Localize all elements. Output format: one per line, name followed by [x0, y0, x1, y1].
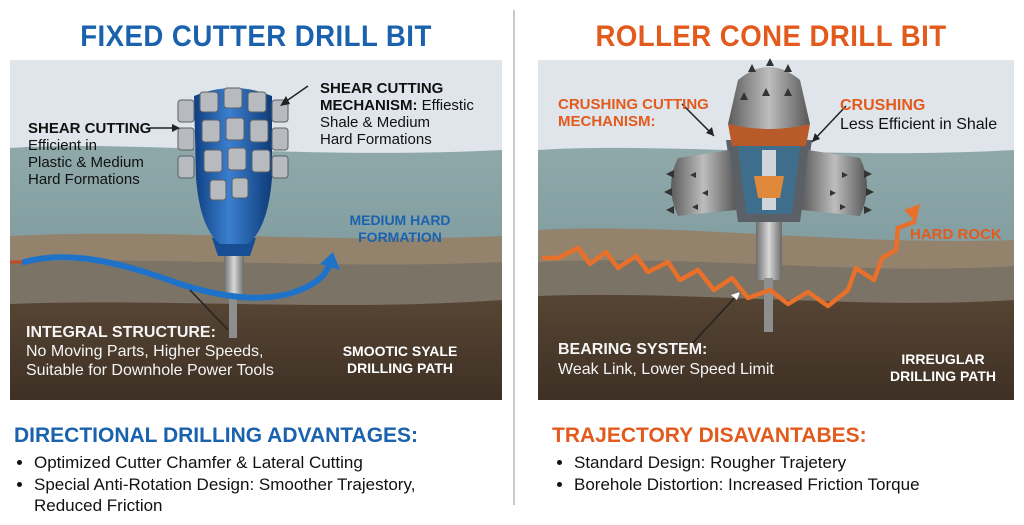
shear-cutting-left-line1: Efficient in: [28, 137, 97, 154]
path-arrowhead: [320, 252, 340, 270]
disadvantages-list: Standard Design: Rougher Trajetery Boreh…: [556, 452, 1014, 496]
shear-cutting-mechanism-label: SHEAR CUTTING MECHANISM: Effiestic Shale…: [320, 80, 474, 148]
shear-cutting-left-line3: Hard Formations: [28, 171, 140, 188]
shear-cutting-left-label: SHEAR CUTTING Efficient in Plastic & Med…: [28, 120, 151, 188]
advantage-item: Special Anti-Rotation Design: Smoother T…: [34, 474, 434, 516]
crushing-efficiency-label: CRUSHING Less Efficient in Shale: [840, 96, 997, 134]
medium-hard-formation-label: MEDIUM HARD FORMATION: [340, 212, 460, 246]
dark-rock: [538, 294, 1014, 400]
crushing-mechanism-label: CRUSHING CUTTING MECHANISM:: [558, 96, 709, 130]
shear-mechanism-line3: Hard Formations: [320, 131, 432, 148]
crushing-right-heading: CRUSHING: [840, 97, 926, 114]
bearing-system-label: BEARING SYSTEM: Weak Link, Lower Speed L…: [558, 340, 774, 380]
integral-structure-label: INTEGRAL STRUCTURE: No Moving Parts, Hig…: [26, 323, 274, 380]
top-cone: [728, 67, 810, 129]
integral-heading: INTEGRAL STRUCTURE:: [26, 324, 216, 341]
smooth-path-label: SMOOTIC SYALE DRILLING PATH: [340, 343, 460, 377]
irregular-drilling-path: [541, 219, 917, 309]
shear-mechanism-line2: Shale & Medium: [320, 114, 431, 131]
crushing-left-line1: CRUSHING CUTTING: [558, 96, 709, 113]
smooth-drilling-path: [21, 254, 333, 301]
hard-rock-label: HARD ROCK: [910, 226, 1002, 243]
fixed-cutter-illustration: [10, 60, 502, 400]
bearing-heading: BEARING SYSTEM:: [558, 341, 708, 358]
shear-cutting-left-heading: SHEAR CUTTING: [28, 120, 152, 137]
disadvantage-item: Standard Design: Rougher Trajetery: [574, 452, 1014, 473]
medium-hard-line1: MEDIUM HARD: [349, 212, 451, 228]
shear-mechanism-heading2: MECHANISM:: [320, 97, 418, 114]
roller-cone-illustration: [538, 58, 1014, 400]
roller-cone-title: ROLLER CONE DRILL BIT: [595, 20, 947, 53]
advantages-title: DIRECTIONAL DRILLING ADVANTAGES:: [14, 424, 419, 447]
shear-cutting-left-line2: Plastic & Medium: [28, 154, 144, 171]
advantage-item: Optimized Cutter Chamfer & Lateral Cutti…: [34, 452, 434, 473]
pdc-bit: [177, 87, 289, 338]
crushing-left-line2: MECHANISM:: [558, 113, 656, 130]
panel-divider: [513, 10, 515, 505]
medium-hard-line2: FORMATION: [358, 229, 442, 245]
disadvantage-item: Borehole Distortion: Increased Friction …: [574, 474, 1014, 495]
smooth-path-line2: DRILLING PATH: [346, 360, 454, 376]
advantages-list: Optimized Cutter Chamfer & Lateral Cutti…: [16, 452, 434, 517]
roller-cone-panel: ROLLER CONE DRILL BIT: [518, 0, 1024, 525]
crushing-right-text: Less Efficient in Shale: [840, 116, 998, 133]
fixed-cutter-panel: FIXED CUTTER DRILL BIT: [0, 0, 512, 525]
path-arrowhead: [904, 204, 920, 222]
dark-rock: [10, 300, 502, 400]
irregular-path-line1: IRREUGLAR: [901, 351, 985, 367]
bearing-text: Weak Link, Lower Speed Limit: [558, 361, 774, 378]
irregular-path-label: IRREUGLAR DRILLING PATH: [878, 351, 1008, 385]
shear-mechanism-rest: Effiestic: [421, 97, 474, 114]
left-cone: [671, 150, 736, 216]
smooth-path-line1: SMOOTIC SYALE: [342, 343, 458, 359]
integral-line2: Suitable for Downhole Power Tools: [26, 362, 274, 379]
shear-mechanism-heading1: SHEAR CUTTING: [320, 80, 444, 97]
tricone-bit: [664, 58, 874, 332]
disadvantages-title: TRAJECTORY DISAVANTABES:: [552, 424, 867, 447]
fixed-cutter-title: FIXED CUTTER DRILL BIT: [80, 20, 432, 53]
right-cone: [802, 150, 867, 216]
integral-line1: No Moving Parts, Higher Speeds,: [26, 343, 264, 360]
irregular-path-line2: DRILLING PATH: [889, 368, 997, 384]
